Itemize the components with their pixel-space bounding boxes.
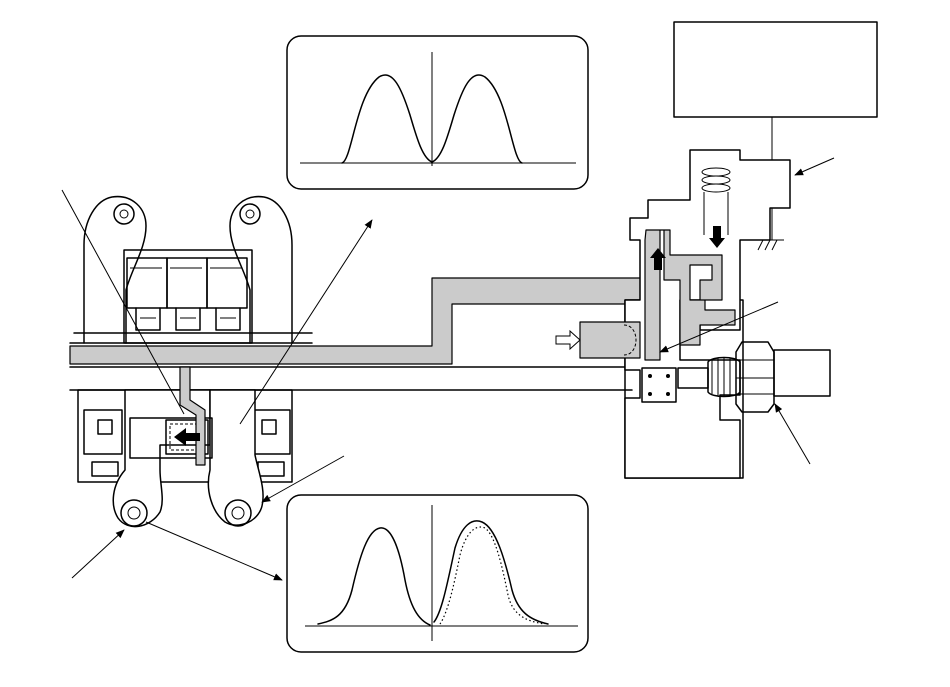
leader-to-graph-bottom [145,521,283,581]
arrow-right-hollow-icon [555,329,581,351]
oil-passage-main [69,277,649,365]
sync-piston-housing [129,417,213,459]
lift-curve-intake-bottom [317,527,431,626]
leader-adjuster-right [261,455,345,503]
leader-sync-piston [61,189,185,415]
valve-lift-graph-top [286,35,589,190]
camshaft-holder-upper [123,249,253,344]
adjuster-screw-upper-left [113,203,135,225]
leader-solenoid [794,157,835,176]
rocker-arm-lower-right [207,389,264,526]
ecm-box [673,21,878,118]
rocker-arm-assembly [73,195,313,528]
adjuster-screw-lower-right [224,499,252,527]
oil-inlet [579,321,641,359]
lift-curve-intake-top [341,74,433,164]
lift-curve-exhaust-nominal [439,526,546,625]
rocker-arm-upper-right [229,195,293,344]
leader-adjuster-left [71,529,125,579]
leader-spool-valve [659,301,779,353]
arrow-down-icon [709,226,725,248]
oil-passage-valve [644,229,736,361]
leader-lines [61,157,835,581]
leader-pressure-switch [774,403,811,465]
leader-camshaft [239,219,373,425]
lift-curve-exhaust-top [431,74,523,164]
pressure-switch [677,341,831,413]
ground-icon [757,208,784,251]
graph-frame-bottom [286,494,589,653]
lift-curve-exhaust-advanced [433,520,549,625]
arrow-up-icon [650,248,666,270]
adjuster-screw-upper-right [239,203,261,225]
oil-filter [641,367,677,403]
spool-valve-assembly [555,21,878,479]
graph-frame-top [286,35,589,190]
valve-lift-graph-bottom [286,494,589,653]
adjuster-screw-lower-left [120,499,148,527]
rocker-arm-upper-left [83,195,147,344]
spring-icon [701,167,731,235]
arrow-left-icon [174,428,200,446]
